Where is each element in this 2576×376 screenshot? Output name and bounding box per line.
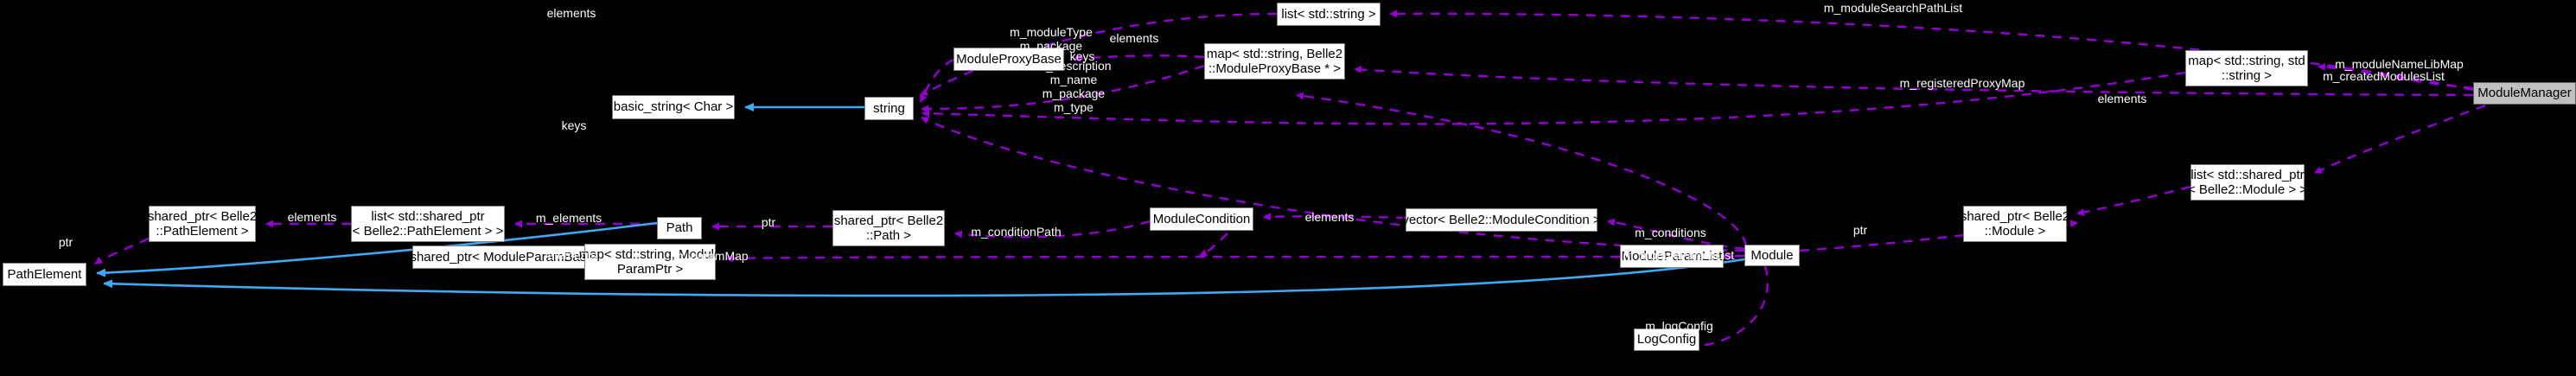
node-shared-ptr-module[interactable]: shared_ptr< Belle2 ::Module > [1961, 206, 2069, 242]
edge-label-elements-listpathelement: elements [287, 210, 337, 224]
edge-label-m-condition-path: m_conditionPath [971, 225, 1062, 239]
edge-label-ptr-pathelement: ptr [58, 235, 73, 249]
node-shared-ptr-moduleparambase[interactable]: shared_ptr< ModuleParamBase > [410, 245, 605, 269]
edge-label-m-created-modules-list: m_createdModulesList [2323, 69, 2445, 83]
edge-label-m-modulename-lib-map: m_moduleNameLibMap [2335, 57, 2464, 71]
edge-label-m-elements: m_elements [535, 211, 603, 225]
node-list-shared-pathelement[interactable]: list< std::shared_ptr < Belle2::PathElem… [351, 206, 505, 242]
edge-label-elements-liststring: elements [546, 6, 596, 20]
node-pathelement[interactable]: PathElement [3, 263, 86, 286]
node-shared-ptr-pathelement[interactable]: shared_ptr< Belle2 ::PathElement > [148, 206, 257, 242]
edge-label-ptr-path: ptr [761, 215, 776, 229]
edge-label-m-registered-proxy-map: m_registeredProxyMap [1899, 76, 2025, 90]
edge-label-elements-listsharedmodule: elements [2097, 92, 2147, 105]
node-basic-string-char[interactable]: basic_string< Char > [612, 95, 735, 119]
edge-label-elements-mapproxy: elements [1109, 31, 1159, 45]
node-logconfig[interactable]: LogConfig [1634, 328, 1699, 351]
node-shared-ptr-path[interactable]: shared_ptr< Belle2 ::Path > [832, 210, 945, 246]
inheritance-edges [96, 103, 1745, 297]
edge-label-ptr-module: ptr [1852, 223, 1868, 237]
node-map-string-proxybase[interactable]: map< std::string, Belle2 ::ModuleProxyBa… [1204, 43, 1345, 80]
node-list-std-string[interactable]: list< std::string > [1277, 3, 1380, 26]
node-module[interactable]: Module [1744, 245, 1800, 266]
node-modulemanager[interactable]: ModuleManager [2473, 82, 2576, 105]
edge-label-m-module-search-path-list: m_moduleSearchPathList [1823, 1, 1963, 15]
node-modulecondition[interactable]: ModuleCondition [1150, 207, 1253, 231]
node-map-string-moduleparamptr[interactable]: map< std::string, Module ParamPtr > [579, 244, 721, 280]
node-map-string-string[interactable]: map< std::string, std ::string > [2185, 50, 2308, 86]
node-moduleproxybase[interactable]: ModuleProxyBase [953, 48, 1064, 71]
edge-label-keys-mapstrstr: keys [561, 118, 587, 132]
node-vector-modulecondition[interactable]: vector< Belle2::ModuleCondition > [1402, 208, 1601, 232]
node-string[interactable]: string [864, 97, 914, 120]
edge-label-keys-mapproxy: keys [1069, 49, 1095, 63]
node-moduleparamlist[interactable]: ModuleParamList [1620, 245, 1724, 268]
node-path[interactable]: Path [657, 217, 702, 239]
edge-label-m-conditions: m_conditions [1635, 226, 1706, 239]
node-list-shared-module[interactable]: list< std::shared_ptr < Belle2::Module >… [2188, 164, 2307, 201]
edge-label-elements-vectorcondition: elements [1304, 210, 1355, 224]
